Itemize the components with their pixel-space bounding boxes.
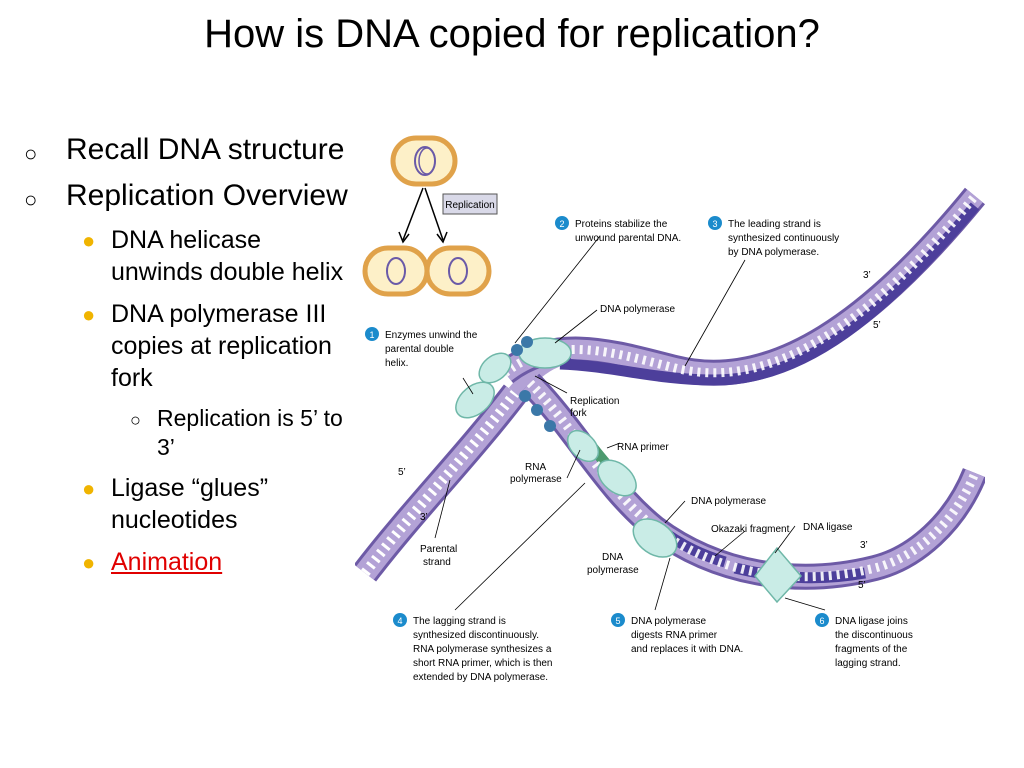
dna-ligase-enzyme [754, 546, 803, 604]
leader-lines [434, 235, 826, 611]
dot-bullet-icon: ● [82, 228, 96, 253]
rna-polymerase-enzyme [566, 429, 600, 463]
parent-cell [390, 135, 458, 187]
label-dna-polymerase-top: DNA polymerase [600, 304, 675, 315]
step-5-text: DNA polymerase digests RNA primer and re… [631, 616, 743, 655]
chromosome-icon [386, 257, 406, 285]
bullet-replication-overview: ○ Replication Overview [22, 178, 352, 214]
lagging-strand [520, 373, 988, 590]
label-five-prime-left: 5’ [398, 467, 406, 478]
replication-tag [442, 193, 498, 215]
dna-replication-diagram: Replication [353, 135, 988, 683]
step-badge-icon [708, 216, 722, 230]
slide-title: How is DNA copied for replication? [204, 12, 820, 56]
svg-text:2: 2 [559, 219, 564, 229]
step-2: 2 Proteins stabilize the unwound parenta… [555, 216, 681, 244]
label-dna-polymerase-low: DNA polymerase [587, 552, 639, 576]
arrowhead-icon [398, 231, 410, 244]
single-strand-protein [531, 404, 543, 416]
label-three-prime-low: 3’ [860, 540, 868, 551]
subbullet-text: Ligase “glues” nucleotides [111, 474, 269, 534]
daughter-cell-right [424, 245, 492, 297]
label-parental-strand: Parental strand [420, 544, 460, 568]
step-badge-icon [365, 327, 379, 341]
bullet-text: Replication Overview [66, 179, 348, 212]
svg-text:4: 4 [397, 616, 402, 626]
cell-division-inset: Replication [362, 135, 498, 297]
dot-bullet-icon: ● [82, 302, 96, 327]
hollow-circle-bullet-icon: ○ [130, 410, 141, 430]
label-five-prime-low: 5’ [858, 580, 866, 591]
step-3-text: The leading strand is synthesized contin… [728, 219, 842, 258]
svg-text:1: 1 [369, 330, 374, 340]
step-badge-icon [393, 613, 407, 627]
arrow-left-icon [402, 187, 424, 241]
arrow-right-icon [424, 187, 444, 241]
subsubbullet-text: Replication is 5’ to 3’ [157, 405, 343, 460]
single-strand-protein [544, 420, 556, 432]
dot-bullet-icon: ● [82, 550, 96, 575]
subbullet-dna-polymerase: ● DNA polymerase III copies at replicati… [22, 298, 352, 394]
hollow-circle-bullet-icon: ○ [24, 141, 38, 166]
single-strand-protein [511, 344, 523, 356]
step-3: 3 The leading strand is synthesized cont… [708, 216, 842, 258]
animation-link[interactable]: Animation [111, 548, 223, 576]
subsubbullet-replication-direction: ○ Replication is 5’ to 3’ [22, 404, 352, 462]
label-three-prime-left: 3’ [420, 512, 428, 523]
svg-text:3: 3 [712, 219, 717, 229]
replication-tag-label: Replication [445, 200, 494, 211]
dot-bullet-icon: ● [82, 476, 96, 501]
bullet-list: ○ Recall DNA structure ○ Replication Ove… [22, 132, 352, 588]
single-strand-protein [521, 336, 533, 348]
rna-primer-enzyme [597, 459, 637, 497]
bullet-text: Recall DNA structure [66, 133, 345, 166]
label-dna-polymerase-mid: DNA polymerase [691, 496, 766, 507]
helicase-enzyme [455, 381, 495, 419]
dna-polymerase-low-enzyme [632, 518, 678, 558]
step-badge-icon [815, 613, 829, 627]
label-three-prime-top: 3’ [863, 270, 871, 281]
enzymes [455, 336, 803, 604]
label-okazaki-fragment: Okazaki fragment [711, 524, 790, 535]
subbullet-animation: ● Animation [22, 546, 352, 578]
label-five-prime-top: 5’ [873, 320, 881, 331]
label-replication-fork: Replication fork [570, 396, 622, 419]
subbullet-text: DNA helicase unwinds double helix [111, 226, 344, 286]
chromosome-icon [418, 147, 436, 175]
bullet-recall-dna-structure: ○ Recall DNA structure [22, 132, 352, 168]
daughter-cell-left [362, 245, 430, 297]
step-badge-icon [611, 613, 625, 627]
arrowhead-icon [436, 231, 448, 244]
label-dna-ligase: DNA ligase [803, 522, 853, 533]
subbullet-ligase: ● Ligase “glues” nucleotides [22, 472, 352, 536]
svg-text:6: 6 [819, 616, 824, 626]
step-2-text: Proteins stabilize the unwound parental … [575, 219, 681, 244]
chromosome-icon [448, 257, 468, 285]
leading-strand-arrowhead [560, 358, 571, 370]
helicase-enzyme [478, 352, 512, 384]
single-strand-protein [519, 390, 531, 402]
step-5: 5 DNA polymerase digests RNA primer and … [611, 613, 743, 655]
step-4: 4 The lagging strand is synthesized disc… [393, 613, 555, 683]
step-1: 1 Enzymes unwind the parental double hel… [365, 327, 480, 369]
step-6-text: DNA ligase joins the discontinuous fragm… [835, 616, 916, 669]
subbullet-dna-helicase: ● DNA helicase unwinds double helix [22, 224, 352, 288]
svg-text:5: 5 [615, 616, 620, 626]
step-badge-icon [555, 216, 569, 230]
step-6: 6 DNA ligase joins the discontinuous fra… [815, 613, 916, 669]
subbullet-text: DNA polymerase III copies at replication… [111, 300, 332, 392]
step-4-text: The lagging strand is synthesized discon… [413, 616, 555, 683]
label-rna-primer: RNA primer [617, 442, 669, 453]
label-rna-polymerase: RNA polymerase [510, 462, 562, 485]
step-1-text: Enzymes unwind the parental double helix… [385, 330, 480, 369]
dna-replication-figure: Replication [353, 128, 988, 708]
hollow-circle-bullet-icon: ○ [24, 187, 38, 212]
